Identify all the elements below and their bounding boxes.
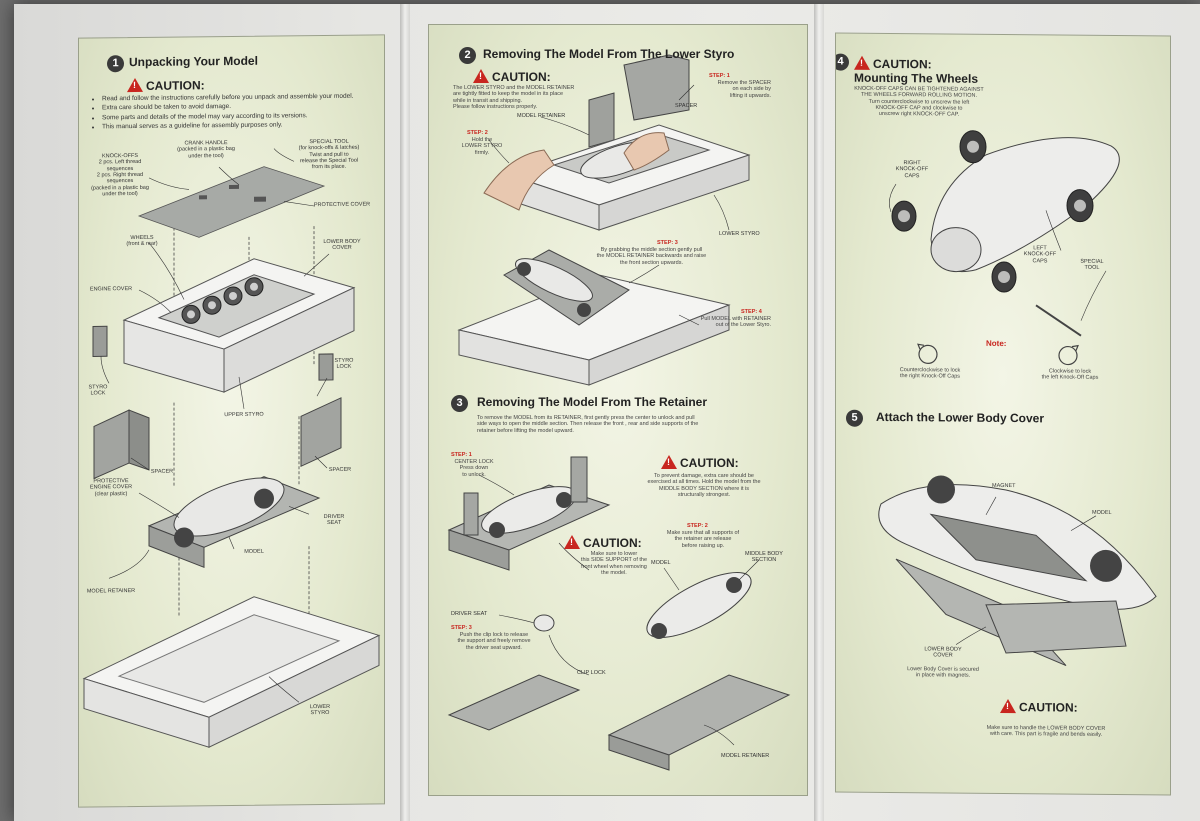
warning-icon: [1000, 698, 1016, 714]
section-3-number: 3: [451, 395, 468, 412]
label-lower-body-cover: LOWER BODY COVER: [924, 646, 962, 659]
label-special-tool: SPECIAL TOOL: [1080, 258, 1104, 272]
mounting-illustration: [878, 130, 1157, 667]
s3-step1-title: STEP: 1: [451, 452, 472, 458]
label-wheels: WHEELS (front & rear): [126, 234, 158, 248]
caution-heading-2: CAUTION:: [473, 69, 551, 84]
note-heading: Note:: [986, 338, 1007, 349]
cover-text: Lower Body Cover is secured in place wit…: [907, 666, 979, 680]
counterclockwise-icon: [917, 343, 938, 364]
label-lower-styro: LOWER STYRO: [309, 703, 331, 717]
section-2-title: Removing The Model From The Lower Styro: [483, 47, 735, 61]
section-2-number: 2: [459, 47, 476, 64]
label-driver-seat: DRIVER SEAT: [451, 611, 488, 617]
s3-step1-text: CENTER LOCK Press down to unlock.: [454, 459, 494, 478]
label-lower-styro: LOWER STYRO: [719, 231, 760, 237]
label-model-retainer: MODEL RETAINER: [86, 588, 136, 595]
unpacking-illustration: [82, 148, 381, 749]
label-engine-cover: ENGINE COVER: [89, 286, 133, 293]
label-styro-lock-left: STYRO LOCK: [88, 384, 108, 397]
panel-mounting: 4 CAUTION: Mounting The Wheels KNOCK-OFF…: [835, 32, 1171, 796]
s2-step1-title: STEP: 1: [709, 73, 730, 79]
label-spacer: SPACER: [675, 103, 698, 109]
fold-line-left: [400, 4, 410, 821]
s2-step2-title: STEP: 2: [467, 130, 488, 136]
label-model: MODEL: [1092, 509, 1112, 516]
label-special-tool: SPECIAL TOOL (for knock-offs & latches) …: [298, 138, 360, 171]
label-model: MODEL: [651, 560, 671, 566]
label-driver-seat: DRIVER SEAT: [323, 513, 345, 527]
label-clip-lock: CLIP LOCK: [577, 670, 606, 676]
section-1-title: Unpacking Your Model: [129, 53, 258, 70]
caution-text-4: Make sure to lower this SIDE SUPPORT of …: [580, 551, 648, 576]
removing-illustration: [447, 54, 791, 771]
label-middle-body-section: MIDDLE BODY SECTION: [745, 551, 783, 564]
caution-bullets: Read and follow the instructions careful…: [93, 91, 385, 132]
caution-text-2: The LOWER STYRO and the MODEL RETAINER a…: [453, 85, 575, 110]
label-left-caps: LEFT KNOCK-OFF CAPS: [1023, 245, 1057, 265]
label-protective-engine-cover: PROTECTIVE ENGINE COVER (clear plastic): [89, 478, 133, 498]
label-magnet: MAGNET: [992, 482, 1016, 490]
label-model: MODEL: [244, 548, 264, 555]
clockwise-note: Clockwise to lock the left Knock-Off Cap…: [1041, 368, 1099, 382]
clockwise-icon: [1058, 344, 1079, 366]
s2-step2-text: Hold the LOWER STYRO firmly.: [461, 137, 503, 156]
caution-heading-4: CAUTION:: [564, 535, 642, 550]
label-crank-handle: CRANK HANDLE (packed in a plastic bag un…: [177, 140, 235, 160]
s3-step3-text: Push the clip lock to release the suppor…: [457, 632, 531, 651]
label-model-retainer-bottom: MODEL RETAINER: [721, 753, 770, 759]
panel-unpacking: 1 Unpacking Your Model CAUTION: Read and…: [78, 34, 385, 808]
caution-text-3: To prevent damage, extra care should be …: [647, 473, 761, 498]
s2-step4-text: Pull MODEL with RETAINER out of the Lowe…: [700, 316, 771, 329]
label-model-retainer-top: MODEL RETAINER: [517, 113, 566, 119]
label-protective-cover: PROTECTIVE COVER: [313, 201, 371, 209]
warning-icon: [661, 455, 677, 469]
caution-heading-1: CAUTION:: [127, 77, 205, 93]
label-spacer-right: SPACER: [328, 466, 352, 473]
counterclockwise-note: Counterclockwise to lock the right Knock…: [899, 367, 961, 380]
caution-heading-5: CAUTION:: [854, 55, 932, 71]
label-lower-body-cover: LOWER BODY COVER: [323, 238, 361, 252]
warning-icon: [854, 55, 870, 70]
warning-icon: [473, 69, 489, 83]
warning-icon: [564, 535, 580, 549]
caution-text-6: Make sure to handle the LOWER BODY COVER…: [986, 724, 1106, 739]
fold-line-right: [814, 4, 824, 821]
section-3-intro: To remove the MODEL from its RETAINER, f…: [477, 415, 699, 434]
s2-step3-title: STEP: 3: [657, 240, 678, 246]
panel-removing-model: 2 Removing The Model From The Lower Styr…: [428, 24, 808, 796]
label-styro-lock-right: STYRO LOCK: [334, 357, 354, 371]
section-5-number: 5: [846, 409, 863, 427]
caution-heading-6: CAUTION:: [1000, 698, 1078, 715]
label-knock-offs: KNOCK-OFFS 2 pcs. Left thread sequences …: [91, 152, 149, 198]
s3-step2-text: Make sure that all supports of the retai…: [666, 530, 740, 549]
caution-heading-3: CAUTION:: [661, 455, 739, 470]
label-right-caps: RIGHT KNOCK-OFF CAPS: [895, 160, 929, 179]
s2-step3-text: By grabbing the middle section gently pu…: [596, 247, 707, 266]
section-1-number: 1: [107, 55, 124, 73]
s3-step3-title: STEP: 3: [451, 625, 472, 631]
label-spacer-left: SPACER: [150, 468, 174, 475]
section-5-title: Attach the Lower Body Cover: [876, 409, 1045, 426]
protective-cover-shape: [137, 166, 326, 238]
label-upper-styro: UPPER STYRO: [224, 411, 264, 419]
caution-text-5: KNOCK-OFF CAPS CAN BE TIGHTENED AGAINST …: [854, 85, 984, 118]
section-4-title: Mounting The Wheels: [854, 70, 978, 86]
s3-step2-title: STEP: 2: [687, 523, 708, 529]
s2-step4-title: STEP: 4: [741, 309, 762, 315]
warning-icon: [127, 77, 143, 93]
s2-step1-text: Remove the SPACER on each side by liftin…: [717, 80, 771, 99]
section-3-title: Removing The Model From The Retainer: [477, 395, 708, 409]
